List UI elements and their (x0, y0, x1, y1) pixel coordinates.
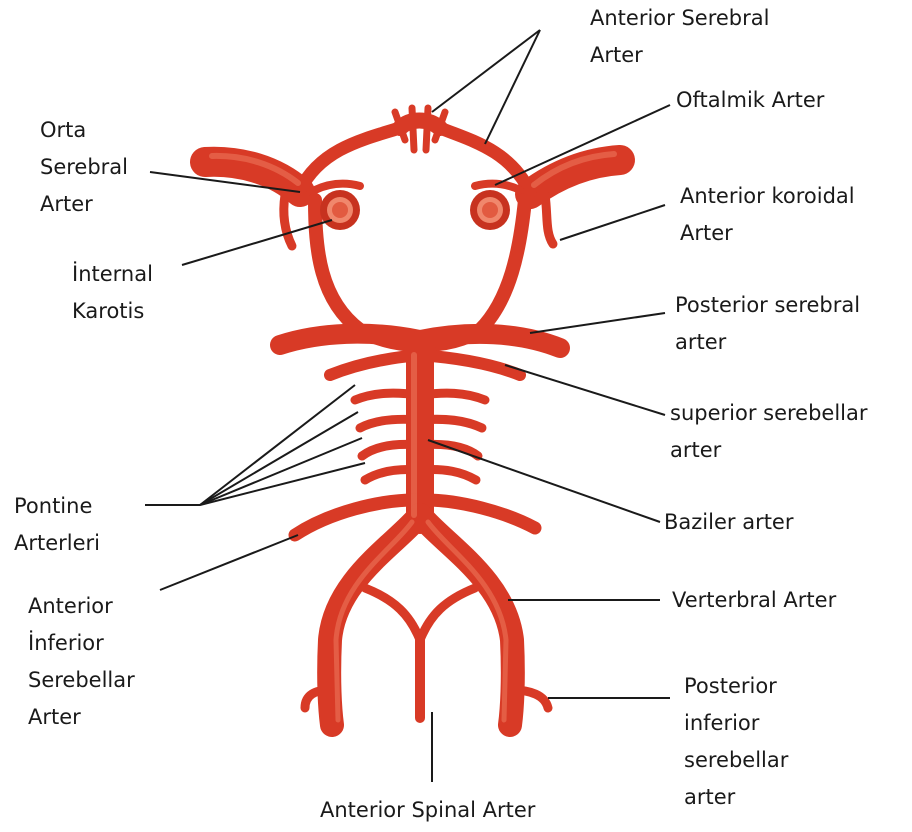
label-line: Serebral (40, 149, 128, 186)
leader-superior-serebellar (505, 365, 665, 415)
label-internal-karotis: İnternal Karotis (72, 256, 153, 330)
label-baziler-arter: Baziler arter (664, 504, 794, 541)
label-line: Pontine (14, 488, 100, 525)
label-oftalmik-arter: Oftalmik Arter (676, 82, 824, 119)
leader-posterior-serebral (530, 313, 665, 333)
label-line: Arter (590, 37, 769, 74)
label-line: Arterleri (14, 525, 100, 562)
label-line: Anterior Serebral (590, 0, 769, 37)
label-line: Serebellar (28, 662, 135, 699)
label-line: Verterbral Arter (672, 582, 836, 619)
leader-internal-karotis (182, 220, 332, 265)
leader-pontine-2 (200, 385, 355, 505)
label-line: Arter (680, 215, 855, 252)
leader-anterior-koroidal (560, 205, 665, 240)
label-anterior-spinal-arter: Anterior Spinal Arter (320, 792, 535, 829)
leader-anterior-serebral-2 (485, 30, 540, 144)
label-line: İnternal (72, 256, 153, 293)
label-line: Posterior serebral (675, 287, 860, 324)
label-posterior-serebral-arter: Posterior serebral arter (675, 287, 860, 361)
label-orta-serebral-arter: Orta Serebral Arter (40, 112, 128, 223)
label-line: Arter (40, 186, 128, 223)
leader-pontine-4 (200, 438, 362, 505)
leader-aica (160, 535, 298, 590)
posterior-cerebral-artery-left (280, 334, 420, 345)
posterior-communicating-artery-right (420, 200, 525, 345)
label-anterior-koroidal-arter: Anterior koroidal Arter (680, 178, 855, 252)
label-line: Baziler arter (664, 504, 794, 541)
ophthalmic-artery-left (315, 184, 360, 190)
leader-pontine-5 (200, 463, 365, 505)
label-pontine-arterleri: Pontine Arterleri (14, 488, 100, 562)
label-line: arter (675, 324, 860, 361)
label-line: Karotis (72, 293, 153, 330)
label-superior-serebellar-arter: superior serebellar arter (670, 395, 868, 469)
label-line: Orta (40, 112, 128, 149)
label-line: Anterior (28, 588, 135, 625)
anterior-communicating-artery (400, 121, 440, 129)
anterior-spinal-branch-right (420, 588, 475, 640)
label-anterior-serebral-arter: Anterior Serebral Arter (590, 0, 769, 74)
label-line: Posterior (684, 668, 788, 705)
label-verterbral-arter: Verterbral Arter (672, 582, 836, 619)
posterior-cerebral-artery-right (420, 334, 560, 348)
label-line: arter (684, 779, 788, 816)
label-line: Anterior Spinal Arter (320, 792, 535, 829)
anterior-choroidal-artery-right (545, 195, 553, 244)
internal-carotid-cut-ends (320, 190, 510, 230)
label-line: Oftalmik Arter (676, 82, 824, 119)
label-line: Anterior koroidal (680, 178, 855, 215)
label-line: superior serebellar (670, 395, 868, 432)
leader-anterior-serebral-1 (432, 30, 540, 112)
label-line: serebellar (684, 742, 788, 779)
label-anterior-inferior-serebellar-arter: Anterior İnferior Serebellar Arter (28, 588, 135, 736)
label-line: Arter (28, 699, 135, 736)
label-posterior-inferior-serebellar-arter: Posterior inferior serebellar arter (684, 668, 788, 816)
label-line: inferior (684, 705, 788, 742)
leader-pontine-3 (200, 412, 358, 505)
anterior-spinal-branch-left (365, 588, 420, 640)
label-line: İnferior (28, 625, 135, 662)
label-line: arter (670, 432, 868, 469)
